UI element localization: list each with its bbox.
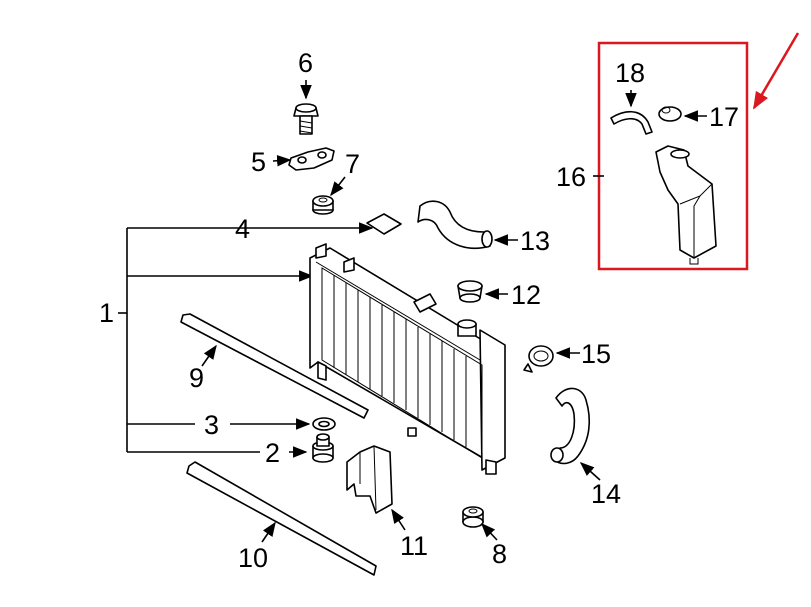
washer-part [230,417,336,431]
callout-17: 17 [709,102,739,132]
upper-hose-part [417,200,518,250]
callout-1: 1 [99,298,114,328]
callout-14: 14 [591,479,621,509]
callout-3: 3 [204,410,219,440]
bushing-upper-part [312,176,346,215]
callout-16: 16 [556,162,586,192]
bracket-plate-part [272,147,335,171]
callout-10: 10 [238,543,268,573]
bolt-part [293,80,319,135]
radiator-cap-part [457,280,508,303]
callout-11: 11 [400,531,428,561]
reservoir-cap-part [658,106,707,122]
lower-hose-part [550,387,601,481]
callout-15: 15 [581,339,611,369]
highlight-box [597,41,749,271]
bushing-lower-part [289,433,334,463]
callout-7: 7 [345,149,360,179]
callout-2: 2 [265,438,280,468]
lower-seal-strip-part [186,461,377,576]
callout-6: 6 [298,48,313,78]
callout-labels: 1 2 3 4 5 6 7 8 9 10 11 12 13 14 15 16 1… [99,48,739,573]
callout-4: 4 [235,214,250,244]
overflow-hose-part [610,90,653,135]
callout-12: 12 [511,280,541,310]
callout-9: 9 [189,363,204,393]
upper-seal-strip-part [180,313,369,419]
seal-pad-part [366,213,402,235]
hose-clamp-part [523,345,580,373]
bushing-mount-part [462,506,498,541]
highlight-arrow [752,32,800,110]
callout-5: 5 [251,147,266,177]
reservoir-tank-part [593,145,717,265]
callout-1-bracket [118,222,374,453]
radiator-core-part [309,243,506,475]
callout-18: 18 [615,58,645,88]
callout-13: 13 [520,226,550,256]
air-guide-part [346,445,406,531]
callout-8: 8 [492,539,507,569]
